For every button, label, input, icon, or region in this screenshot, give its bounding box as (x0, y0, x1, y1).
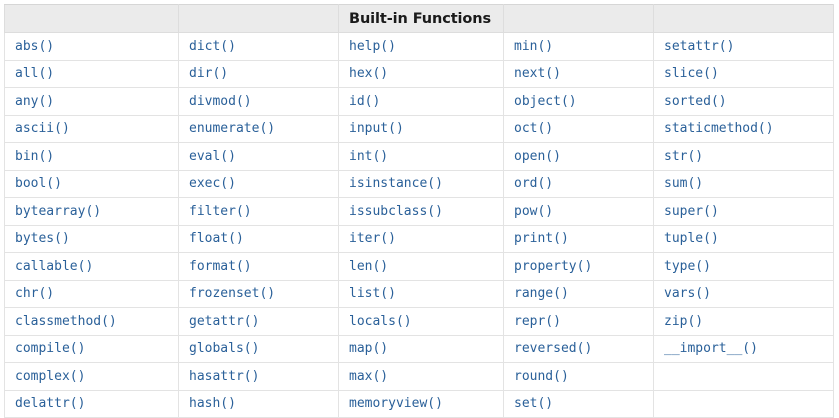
function-cell[interactable]: globals() (178, 334, 339, 363)
function-cell[interactable]: dict() (178, 32, 339, 61)
function-cell[interactable]: sorted() (653, 87, 834, 116)
function-cell[interactable]: property() (503, 252, 654, 281)
function-cell[interactable]: help() (338, 32, 504, 61)
function-cell[interactable]: filter() (178, 197, 339, 226)
function-cell[interactable]: min() (503, 32, 654, 61)
table-header: Built-in Functions (4, 4, 834, 33)
function-cell[interactable]: any() (4, 87, 179, 116)
function-cell[interactable]: hash() (178, 389, 339, 418)
table-title: Built-in Functions (338, 4, 504, 33)
function-cell[interactable]: list() (338, 279, 504, 308)
header-cell-4 (503, 4, 654, 33)
function-cell[interactable]: bytes() (4, 224, 179, 253)
function-cell[interactable]: zip() (653, 307, 834, 336)
function-cell[interactable]: classmethod() (4, 307, 179, 336)
function-cell[interactable]: reversed() (503, 334, 654, 363)
function-cell[interactable]: getattr() (178, 307, 339, 336)
table-row: bool()exec()isinstance()ord()sum() (4, 169, 834, 198)
table-row: complex()hasattr()max()round() (4, 362, 834, 391)
function-cell[interactable]: id() (338, 87, 504, 116)
function-cell[interactable]: exec() (178, 169, 339, 198)
function-cell[interactable]: tuple() (653, 224, 834, 253)
builtin-functions-table: Built-in Functions abs()dict()help()min(… (4, 4, 834, 418)
function-cell[interactable]: object() (503, 87, 654, 116)
function-cell[interactable]: vars() (653, 279, 834, 308)
function-cell[interactable]: bool() (4, 169, 179, 198)
function-cell[interactable]: str() (653, 142, 834, 171)
function-cell[interactable]: ord() (503, 169, 654, 198)
function-cell[interactable]: input() (338, 114, 504, 143)
function-cell[interactable]: eval() (178, 142, 339, 171)
function-cell[interactable]: hex() (338, 59, 504, 88)
function-cell[interactable]: compile() (4, 334, 179, 363)
function-cell[interactable]: next() (503, 59, 654, 88)
function-cell[interactable]: all() (4, 59, 179, 88)
function-cell[interactable]: locals() (338, 307, 504, 336)
function-cell[interactable]: float() (178, 224, 339, 253)
function-cell[interactable]: frozenset() (178, 279, 339, 308)
function-cell[interactable]: oct() (503, 114, 654, 143)
function-cell[interactable]: set() (503, 389, 654, 418)
function-cell[interactable]: callable() (4, 252, 179, 281)
function-cell[interactable]: dir() (178, 59, 339, 88)
function-cell[interactable]: format() (178, 252, 339, 281)
function-cell[interactable]: max() (338, 362, 504, 391)
function-cell[interactable]: round() (503, 362, 654, 391)
function-cell[interactable]: sum() (653, 169, 834, 198)
function-cell[interactable]: pow() (503, 197, 654, 226)
table-row: delattr()hash()memoryview()set() (4, 389, 834, 418)
header-cell-5 (653, 4, 834, 33)
function-cell[interactable]: repr() (503, 307, 654, 336)
table-row: ascii()enumerate()input()oct()staticmeth… (4, 114, 834, 143)
table-row: callable()format()len()property()type() (4, 252, 834, 281)
function-cell[interactable]: super() (653, 197, 834, 226)
function-cell-empty (653, 362, 834, 391)
function-cell[interactable]: complex() (4, 362, 179, 391)
table-row: classmethod()getattr()locals()repr()zip(… (4, 307, 834, 336)
table-row: chr()frozenset()list()range()vars() (4, 279, 834, 308)
table-row: all()dir()hex()next()slice() (4, 59, 834, 88)
table-row: abs()dict()help()min()setattr() (4, 32, 834, 61)
table-row: compile()globals()map()reversed()__impor… (4, 334, 834, 363)
function-cell[interactable]: ascii() (4, 114, 179, 143)
function-cell[interactable]: map() (338, 334, 504, 363)
table-row: bin()eval()int()open()str() (4, 142, 834, 171)
function-cell[interactable]: chr() (4, 279, 179, 308)
table-row: any()divmod()id()object()sorted() (4, 87, 834, 116)
function-cell[interactable]: abs() (4, 32, 179, 61)
function-cell[interactable]: iter() (338, 224, 504, 253)
table-row: bytes()float()iter()print()tuple() (4, 224, 834, 253)
function-cell[interactable]: memoryview() (338, 389, 504, 418)
header-cell-2 (178, 4, 339, 33)
function-cell[interactable]: len() (338, 252, 504, 281)
function-cell-empty (653, 389, 834, 418)
function-cell[interactable]: slice() (653, 59, 834, 88)
function-cell[interactable]: divmod() (178, 87, 339, 116)
table-header-row: Built-in Functions (4, 4, 834, 33)
table-body: abs()dict()help()min()setattr()all()dir(… (4, 32, 834, 418)
function-cell[interactable]: open() (503, 142, 654, 171)
table-row: bytearray()filter()issubclass()pow()supe… (4, 197, 834, 226)
function-cell[interactable]: range() (503, 279, 654, 308)
function-cell[interactable]: type() (653, 252, 834, 281)
function-cell[interactable]: bin() (4, 142, 179, 171)
function-cell[interactable]: enumerate() (178, 114, 339, 143)
function-cell[interactable]: int() (338, 142, 504, 171)
function-cell[interactable]: staticmethod() (653, 114, 834, 143)
function-cell[interactable]: hasattr() (178, 362, 339, 391)
function-cell[interactable]: issubclass() (338, 197, 504, 226)
function-cell[interactable]: __import__() (653, 334, 834, 363)
function-cell[interactable]: isinstance() (338, 169, 504, 198)
function-cell[interactable]: delattr() (4, 389, 179, 418)
function-cell[interactable]: setattr() (653, 32, 834, 61)
function-cell[interactable]: bytearray() (4, 197, 179, 226)
function-cell[interactable]: print() (503, 224, 654, 253)
header-cell-1 (4, 4, 179, 33)
